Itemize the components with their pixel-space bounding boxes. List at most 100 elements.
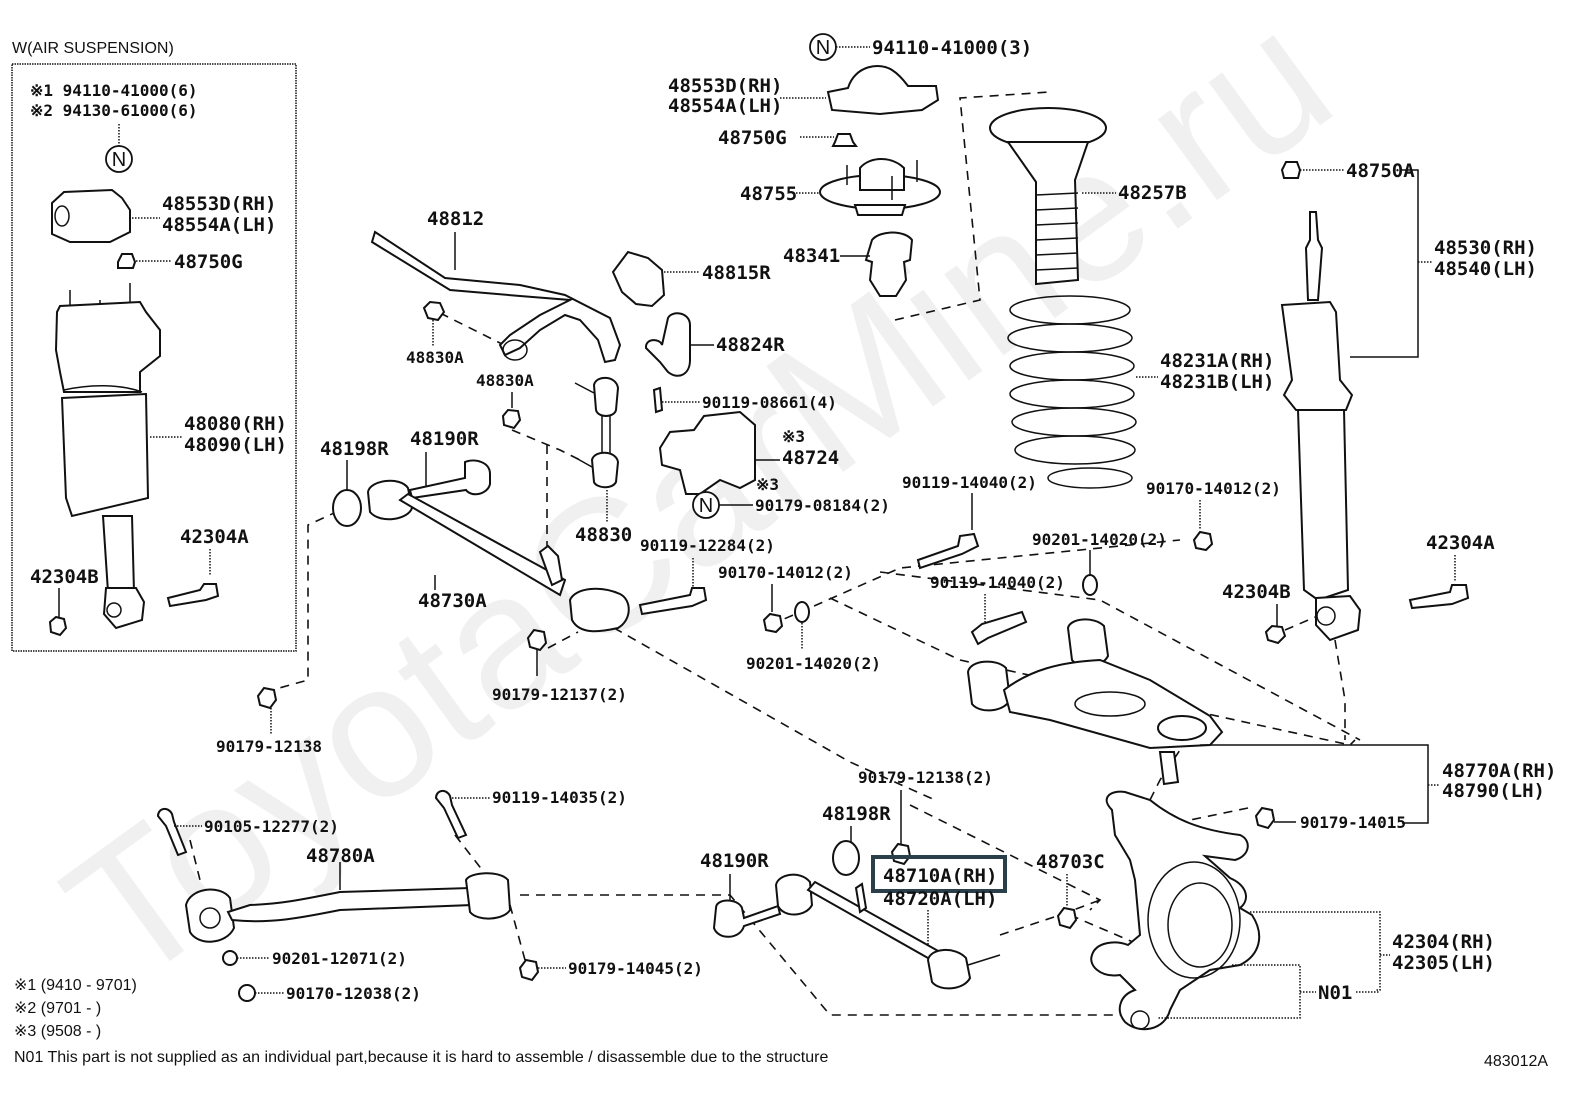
inset-label-air-strut-rh: 48080(RH)	[184, 413, 287, 435]
label-48231b: 48231B(LH)	[1160, 371, 1274, 393]
svg-text:N: N	[112, 149, 126, 171]
nut-48750g-part	[831, 133, 858, 147]
cushion-48198r-part	[332, 489, 362, 527]
label-42304b-right: 42304B	[1222, 581, 1291, 603]
label-48815r: 48815R	[702, 262, 771, 284]
bolt-90119-08661-part	[652, 386, 664, 414]
label-90105-12277: 90105-12277(2)	[204, 817, 339, 836]
washer-90201-12071-part	[222, 950, 238, 966]
label-n01: N01	[1318, 982, 1352, 1004]
bracket-line	[1200, 744, 1429, 824]
bushing-48815r-part	[611, 250, 666, 308]
footnotes: ※1 (9410 - 9701) ※2 (9701 - ) ※3 (9508 -…	[14, 977, 828, 1066]
label-90201-14020-b: 90201-14020(2)	[1032, 530, 1167, 549]
spring-bumper-boot-part	[989, 107, 1107, 286]
diagram-code: 483012A	[1484, 1053, 1548, 1070]
washer-90201-14020-b-part	[1082, 574, 1098, 596]
label-48341: 48341	[783, 245, 840, 267]
nut-90179-14015-part	[1254, 806, 1276, 830]
bolt-42304a-part	[1408, 584, 1470, 610]
bump-stopper-part	[864, 231, 914, 297]
label-90201-14020-a: 90201-14020(2)	[746, 654, 881, 673]
nut-90179-12137-part	[526, 628, 548, 652]
inset-label-nut-b: 42304B	[30, 566, 99, 588]
footnote-2: ※2 (9701 - )	[14, 1000, 101, 1017]
label-48824r: 48824R	[716, 334, 785, 356]
shock-absorber-part	[1280, 211, 1362, 642]
label-90179-14045: 90179-14045(2)	[568, 959, 703, 978]
bracket-line	[1350, 169, 1419, 358]
label-48724-note: ※3	[782, 427, 805, 446]
bolt-90119-14035-part	[434, 790, 468, 840]
inset-label-mount-rh: 48553D(RH)	[162, 193, 276, 215]
label-42304a-right: 42304A	[1426, 532, 1495, 554]
label-90170-12038: 90170-12038(2)	[286, 984, 421, 1003]
bolt-90105-12277-part	[156, 808, 188, 857]
label-48198r: 48198R	[320, 438, 389, 460]
label-90119-12284: 90119-12284(2)	[640, 536, 775, 555]
bracket-line	[1250, 911, 1381, 991]
air-strut-part	[54, 283, 161, 630]
label-48190r: 48190R	[410, 428, 479, 450]
label-90201-12071: 90201-12071(2)	[272, 949, 407, 968]
label-90119-14040-b: 90119-14040(2)	[930, 573, 1065, 592]
nut-48703c-part	[1056, 906, 1078, 930]
steering-knuckle-part	[1090, 790, 1261, 1031]
bolt-90119-14040-b-part	[970, 610, 1028, 646]
stabilizer-link-part	[574, 376, 620, 489]
bolt-90119-14040-a-part	[916, 532, 980, 570]
svg-text:N: N	[816, 37, 830, 59]
label-48231a: 48231A(RH)	[1160, 350, 1274, 372]
cushion-48198r-b-part	[832, 840, 860, 876]
footnote-3: ※3 (9508 - )	[14, 1023, 101, 1040]
mount-hole	[54, 205, 70, 227]
nut-90170-14012-part	[762, 612, 784, 634]
label-48830: 48830	[575, 524, 632, 546]
label-48710a-highlighted[interactable]: 48710A(RH)	[883, 865, 997, 887]
bolt-part	[166, 583, 220, 608]
label-48703c: 48703C	[1036, 851, 1105, 873]
label-90179-12138-left: 90179-12138	[216, 737, 322, 756]
label-48830a-2: 48830A	[476, 371, 534, 390]
label-48724: 48724	[782, 447, 839, 469]
label-90170-14012-a: 90170-14012(2)	[718, 563, 853, 582]
inset-note-1: ※1 94110-41000(6)	[30, 81, 198, 100]
label-n-note: ※3	[756, 475, 779, 494]
label-90119-14040-a: 90119-14040(2)	[902, 473, 1037, 492]
n-symbol-icon: N	[105, 145, 133, 173]
inset-frame	[11, 63, 297, 652]
bolt-90119-12284-part	[638, 587, 708, 616]
label-48198r-b: 48198R	[822, 803, 891, 825]
label-90179-12138-mid: 90179-12138(2)	[858, 768, 993, 787]
label-48720a: 48720A(LH)	[883, 888, 997, 910]
nut-48830a-2-part	[501, 408, 522, 430]
label-48812: 48812	[427, 208, 484, 230]
inset-note-2: ※2 94130-61000(6)	[30, 101, 198, 120]
nut-90170-12038-part	[238, 984, 256, 1002]
strut-support-part	[819, 158, 941, 216]
nut-90179-12138-left-part	[256, 686, 278, 710]
bracket-48824r-part	[645, 312, 691, 377]
label-90179-08184: 90179-08184(2)	[755, 496, 890, 515]
label-48190r-b: 48190R	[700, 850, 769, 872]
upper-mount-part	[826, 65, 940, 116]
nut-90179-14045-part	[518, 958, 540, 982]
bolt-48190r-b-part	[712, 899, 782, 938]
nut-42304b-part	[1264, 624, 1287, 645]
arm-48780a-part	[184, 872, 512, 943]
label-48750g: 48750G	[718, 127, 787, 149]
label-42304: 42304(RH)	[1392, 931, 1495, 953]
label-48770a: 48770A(RH)	[1442, 760, 1556, 782]
label-48553d: 48553D(RH)	[668, 75, 782, 97]
stabilizer-bar-part	[370, 230, 622, 364]
inset-title: W(AIR SUSPENSION)	[12, 40, 174, 57]
nut-48830a-1-part	[422, 300, 446, 322]
label-42305: 42305(LH)	[1392, 952, 1495, 974]
label-48780a: 48780A	[306, 845, 375, 867]
label-48540: 48540(LH)	[1434, 258, 1537, 280]
footnote-n01: N01 This part is not supplied as an indi…	[14, 1049, 828, 1066]
air-suspension-inset: W(AIR SUSPENSION) ※1 94110-41000(6) ※2 9…	[11, 40, 297, 652]
stabilizer-bracket-48724-part	[658, 410, 756, 495]
label-48755: 48755	[740, 183, 797, 205]
